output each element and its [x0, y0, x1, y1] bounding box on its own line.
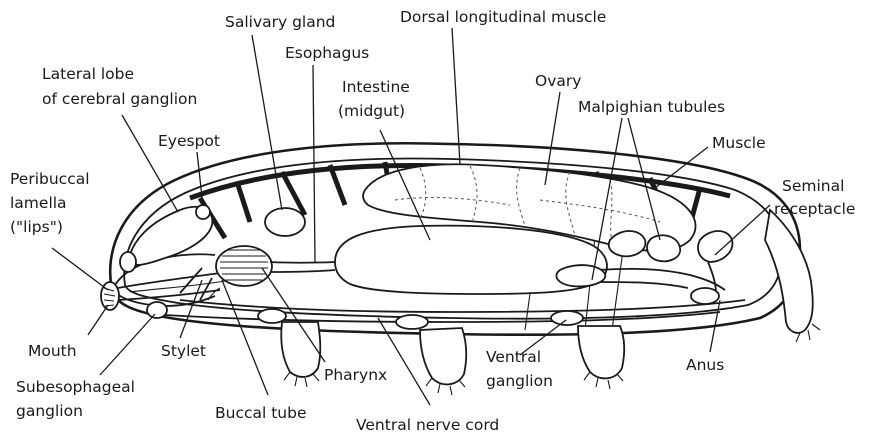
- leader-mouth: [88, 305, 108, 335]
- leg-3: [578, 326, 624, 389]
- leg-1: [281, 322, 320, 387]
- leader-seminal: [715, 205, 770, 255]
- salivary-gland-organ: [265, 208, 305, 236]
- label-seminal-line1: Seminal: [782, 177, 844, 195]
- label-buccal-tube: Buccal tube: [215, 404, 307, 422]
- leader-buccal-tube: [222, 280, 268, 395]
- pharynx-bulb: [216, 246, 272, 286]
- label-lateral-lobe-line1: Lateral lobe: [42, 65, 134, 83]
- label-mouth: Mouth: [28, 342, 77, 360]
- label-ventral-ganglion-line1: Ventral: [486, 348, 541, 366]
- label-pharynx: Pharynx: [324, 366, 387, 384]
- leg-4: [765, 210, 820, 342]
- leg-2: [420, 328, 466, 395]
- label-dorsal-longitudinal-muscle: Dorsal longitudinal muscle: [400, 8, 606, 26]
- label-peribuccal-line1: Peribuccal: [10, 170, 90, 188]
- label-seminal-line2: receptacle: [774, 200, 855, 218]
- label-esophagus: Esophagus: [285, 44, 369, 62]
- subesophageal-ganglion-organ: [147, 302, 167, 318]
- hindgut-tube: [598, 269, 725, 290]
- anus-opening: [691, 288, 719, 304]
- label-subesophageal-line2: ganglion: [16, 402, 83, 420]
- leader-eyespot: [197, 152, 203, 206]
- label-eyespot: Eyespot: [158, 132, 220, 150]
- label-stylet: Stylet: [161, 342, 206, 360]
- label-malpighian-tubules: Malpighian tubules: [578, 98, 725, 116]
- label-intestine-line1: Intestine: [342, 78, 410, 96]
- esophagus-tube: [270, 262, 335, 263]
- label-muscle: Muscle: [712, 134, 766, 152]
- leader-lateral-lobe: [122, 115, 178, 212]
- seminal-receptacle-organ: [698, 231, 732, 262]
- buccal-apparatus: [118, 268, 225, 300]
- label-subesophageal-line1: Subesophageal: [16, 378, 135, 396]
- label-ventral-ganglion-line2: ganglion: [486, 372, 553, 390]
- label-intestine-line2: (midgut): [338, 102, 405, 120]
- label-ventral-nerve-cord: Ventral nerve cord: [356, 416, 499, 434]
- label-ovary: Ovary: [535, 72, 581, 90]
- leader-peribuccal: [52, 248, 108, 290]
- leader-subesophageal: [100, 314, 155, 375]
- label-peribuccal-line2: lamella: [10, 194, 67, 212]
- eyespot-organ: [196, 205, 210, 219]
- label-peribuccal-line3: ("lips"): [10, 218, 63, 236]
- label-lateral-lobe-line2: of cerebral ganglion: [42, 90, 197, 108]
- leader-salivary-gland: [252, 35, 282, 210]
- label-salivary-gland: Salivary gland: [225, 13, 335, 31]
- label-anus: Anus: [686, 356, 724, 374]
